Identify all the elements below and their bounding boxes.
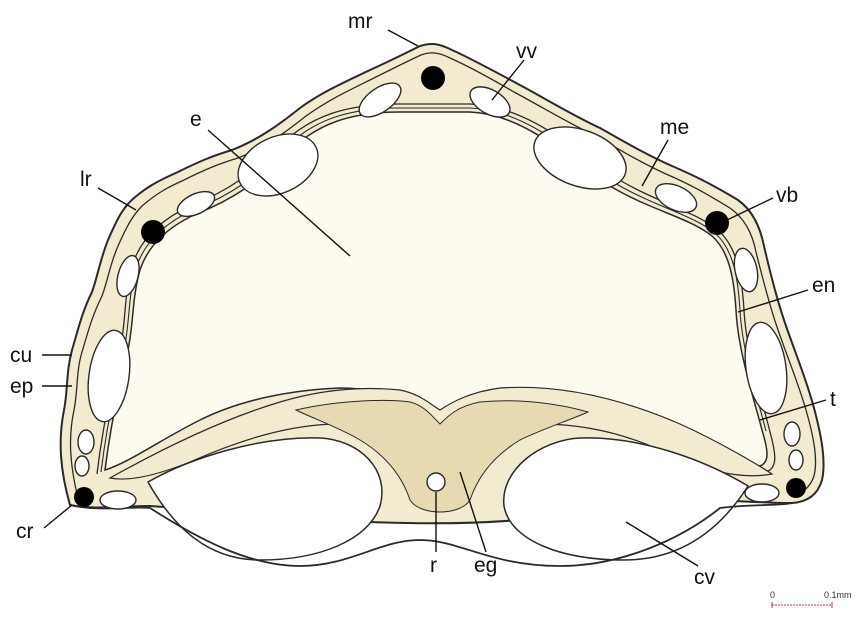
label-r: r (430, 554, 437, 577)
leader-cr (44, 505, 72, 528)
bundle-left (141, 220, 165, 244)
label-eg: eg (474, 554, 497, 577)
label-en: en (812, 274, 835, 297)
scale-bar-start: 0 (770, 590, 775, 600)
canal-bottom-right (745, 484, 779, 502)
label-mr: mr (348, 10, 373, 33)
canal-left-5 (75, 456, 89, 476)
scale-bar: 0 0.1mm (770, 590, 852, 608)
label-e: e (190, 108, 202, 131)
canal-left-4 (78, 430, 94, 454)
label-lr: lr (80, 168, 92, 191)
bundle-bottom-left (74, 487, 94, 507)
leader-mr (388, 30, 418, 46)
label-ep: ep (10, 375, 33, 398)
bundle-bottom-right (786, 478, 806, 498)
canal-bottom-left (100, 491, 136, 509)
label-vv: vv (516, 40, 538, 63)
label-cr: cr (16, 520, 34, 543)
label-t: t (830, 388, 836, 411)
label-cu: cu (10, 344, 32, 367)
scale-bar-end: 0.1mm (824, 590, 852, 600)
label-vb: vb (776, 184, 798, 207)
label-me: me (660, 116, 689, 139)
canal-right-5 (789, 450, 803, 470)
canal-right-4 (784, 422, 800, 446)
pith-circle (427, 473, 445, 491)
bundle-top (421, 66, 445, 90)
bundle-right (705, 211, 729, 235)
label-cv: cv (694, 566, 716, 589)
leader-lr (98, 188, 136, 210)
